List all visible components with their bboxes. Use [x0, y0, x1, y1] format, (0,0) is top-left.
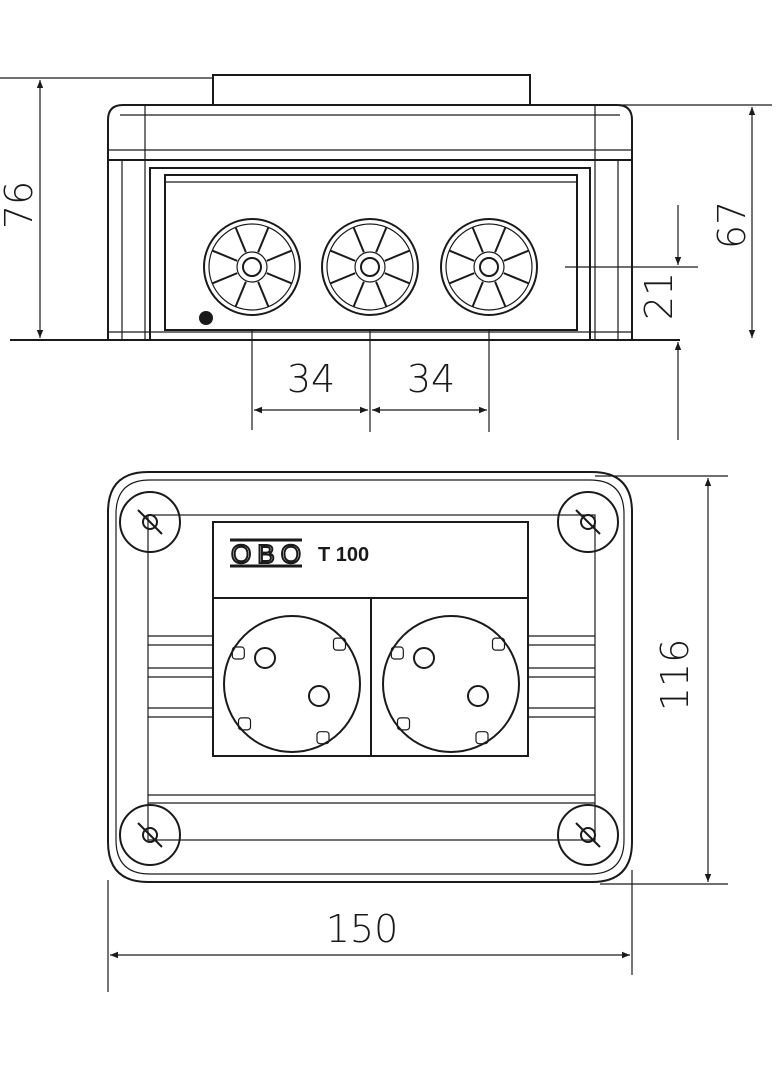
cable-gland-icon — [203, 218, 301, 316]
corner-screw-icon — [557, 491, 619, 553]
dim-depth: 116 — [653, 639, 697, 712]
cable-gland-icon — [440, 218, 538, 316]
obo-logo: OBO — [230, 538, 302, 570]
lid-top — [212, 74, 531, 106]
dim-width: 150 — [326, 907, 399, 951]
screw-icon — [199, 311, 213, 325]
dim-height-body: 67 — [710, 201, 754, 249]
top-view: OBO T 100 116 150 — [107, 471, 728, 992]
front-view: 76 67 21 34 34 — [0, 74, 772, 440]
dim-gland-pitch-2: 34 — [407, 357, 455, 401]
corner-screw-icon — [119, 804, 181, 866]
dim-height-total: 76 — [0, 181, 41, 229]
logo-text: OBO — [231, 539, 301, 569]
enclosure-outline — [107, 471, 633, 883]
socket-outlet-icon — [382, 615, 520, 753]
socket-outlet-icon — [223, 615, 361, 753]
corner-screw-icon — [119, 491, 181, 553]
dim-gland-pitch-1: 34 — [287, 357, 335, 401]
front-panel — [164, 174, 578, 331]
corner-screw-icon — [557, 804, 619, 866]
cable-gland-icon — [321, 218, 419, 316]
dim-gland-height: 21 — [637, 272, 681, 320]
product-label: T 100 — [318, 544, 369, 566]
enclosure-body — [107, 104, 633, 341]
